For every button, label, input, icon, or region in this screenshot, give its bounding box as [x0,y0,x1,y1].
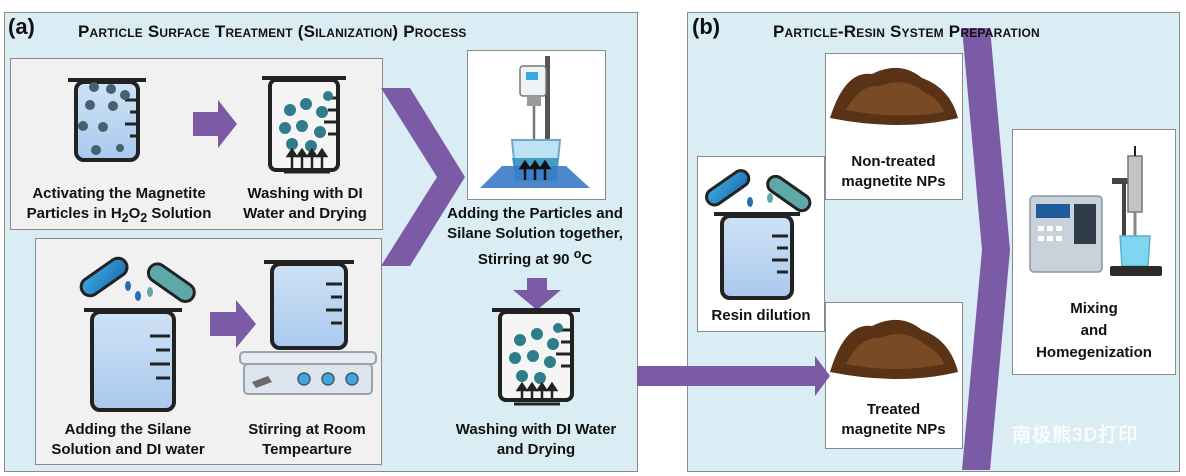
pouring-tubes-resin [705,169,812,213]
caption-washing-2-line2: and Drying [496,441,576,458]
arrow-right-2 [210,300,256,348]
caption-activating-suffix: Solution [147,205,212,222]
caption-treated: Treated magnetite NPs [826,400,961,440]
caption-silane-line1: Adding the Silane [64,421,192,438]
beaker-washing-2 [492,308,580,406]
caption-stirring-90-unit: C [581,251,593,268]
caption-activating-sub2: 2 [140,211,148,225]
caption-stirring-90-line2: Silane Solution together, [447,225,623,242]
beaker-stirring-room [264,260,354,350]
caption-washing-2: Washing with DI Water and Drying [436,420,636,460]
caption-washing-2-line1: Washing with DI Water [455,421,617,438]
beaker-resin [714,212,800,300]
beaker-washing-1 [262,76,346,174]
caption-silane-line2: Solution and DI water [51,441,205,458]
caption-non-treated-line1: Non-treated [851,153,936,170]
caption-treated-line2: magnetite NPs [841,421,946,438]
caption-stirring-room: Stirring at Room Tempearture [232,420,382,460]
beaker-silane [84,308,182,412]
caption-activating-sub1: 2 [121,211,129,225]
caption-activating-line1: Activating the Magnetite [32,185,206,202]
arrow-right-1 [193,100,237,148]
caption-stirring-90-line1: Adding the Particles and [447,205,623,222]
caption-treated-line1: Treated [866,401,921,418]
caption-non-treated: Non-treated magnetite NPs [826,152,961,192]
arrow-down [513,278,561,310]
caption-resin: Resin dilution [711,307,811,324]
chevron-panel-b [962,28,1010,470]
panel-a-title: Particle Surface Treatment (Silanization… [78,22,467,41]
powder-treated [830,319,958,379]
powder-non-treated [830,67,958,125]
overhead-stirrer [480,56,590,188]
caption-mixing: Mixing and Homegenization [1014,298,1174,364]
caption-mixing-line1: Mixing [1070,300,1118,317]
caption-activating-line2: Particles in H2O2 Solution [14,204,224,228]
caption-stirring-90-prefix: Stirring at 90 [477,251,574,268]
arrow-to-treated [637,356,830,396]
panel-b-label: (b) [692,14,721,39]
caption-washing-1: Washing with DI Water and Drying [230,184,380,224]
panel-a-label: (a) [8,14,35,39]
watermark: 南极熊3D打印 [1012,425,1139,446]
hotplate [239,351,377,395]
panel-b-title: Particle-Resin System Preparation [773,22,1040,41]
caption-stirring-room-line2: Tempearture [262,441,352,458]
caption-stirring-90: Adding the Particles and Silane Solution… [430,204,640,270]
caption-washing-1-line1: Washing with DI [247,185,363,202]
caption-mixing-line3: Homegenization [1036,344,1152,361]
caption-stirring-room-line1: Stirring at Room [248,421,366,438]
caption-non-treated-line2: magnetite NPs [841,173,946,190]
caption-activating-mid: O [128,205,141,222]
homogenizer [1029,146,1162,276]
caption-stirring-90-degree: o [573,247,582,261]
caption-silane: Adding the Silane Solution and DI water [38,420,218,460]
caption-activating: Activating the Magnetite Particles in H2… [14,184,224,228]
beaker-activating [68,78,146,162]
caption-activating-prefix: Particles in H [26,205,122,222]
caption-washing-1-line2: Water and Drying [243,205,367,222]
chevron-merge-arrow [381,88,465,266]
pouring-tubes-silane [79,256,196,303]
caption-stirring-90-line3: Stirring at 90 oC [430,244,640,270]
caption-mixing-line2: and [1080,322,1108,339]
